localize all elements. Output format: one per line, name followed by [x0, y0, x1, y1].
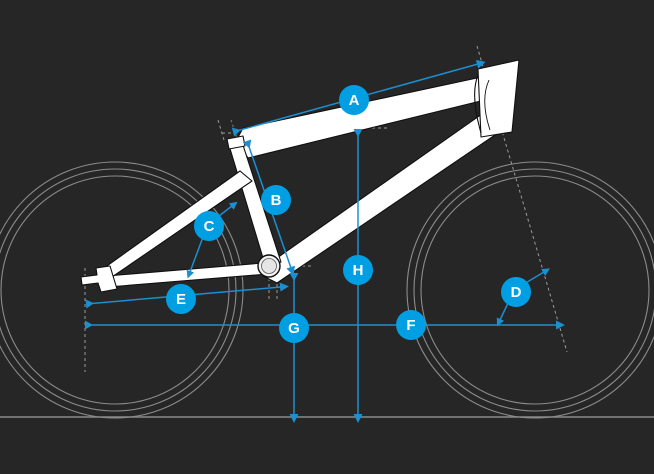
front-rim-circle [420, 175, 650, 405]
front-wheel [406, 161, 654, 419]
badge-circle-E [166, 284, 196, 314]
angle-arrow-D-upper [523, 268, 551, 285]
head-tube-axis-guide [476, 45, 568, 353]
dimension-badge-G[interactable]: G [279, 313, 309, 343]
front-tire-outer-circle [406, 161, 654, 419]
badge-circle-D [501, 277, 531, 307]
dimension-badge-B[interactable]: B [261, 185, 291, 215]
dimension-badge-E[interactable]: E [166, 284, 196, 314]
badge-circle-C [194, 211, 224, 241]
head-tube [477, 59, 520, 138]
dimension-badge-D[interactable]: D [501, 277, 531, 307]
dimension-badge-A[interactable]: A [339, 85, 369, 115]
dimension-badge-H[interactable]: H [343, 255, 373, 285]
dimension-badge-F[interactable]: F [396, 310, 426, 340]
badge-circle-B [261, 185, 291, 215]
badge-circle-H [343, 255, 373, 285]
angle-arrow-C-lower [186, 236, 204, 279]
badge-circle-A [339, 85, 369, 115]
front-tire-inner-circle [413, 168, 654, 412]
badge-circle-F [396, 310, 426, 340]
bottom-bracket [257, 254, 281, 278]
seat-tube-collar [226, 135, 246, 150]
badge-circle-G [279, 313, 309, 343]
dimension-badge-C[interactable]: C [194, 211, 224, 241]
bottom-bracket-bore [261, 258, 277, 274]
